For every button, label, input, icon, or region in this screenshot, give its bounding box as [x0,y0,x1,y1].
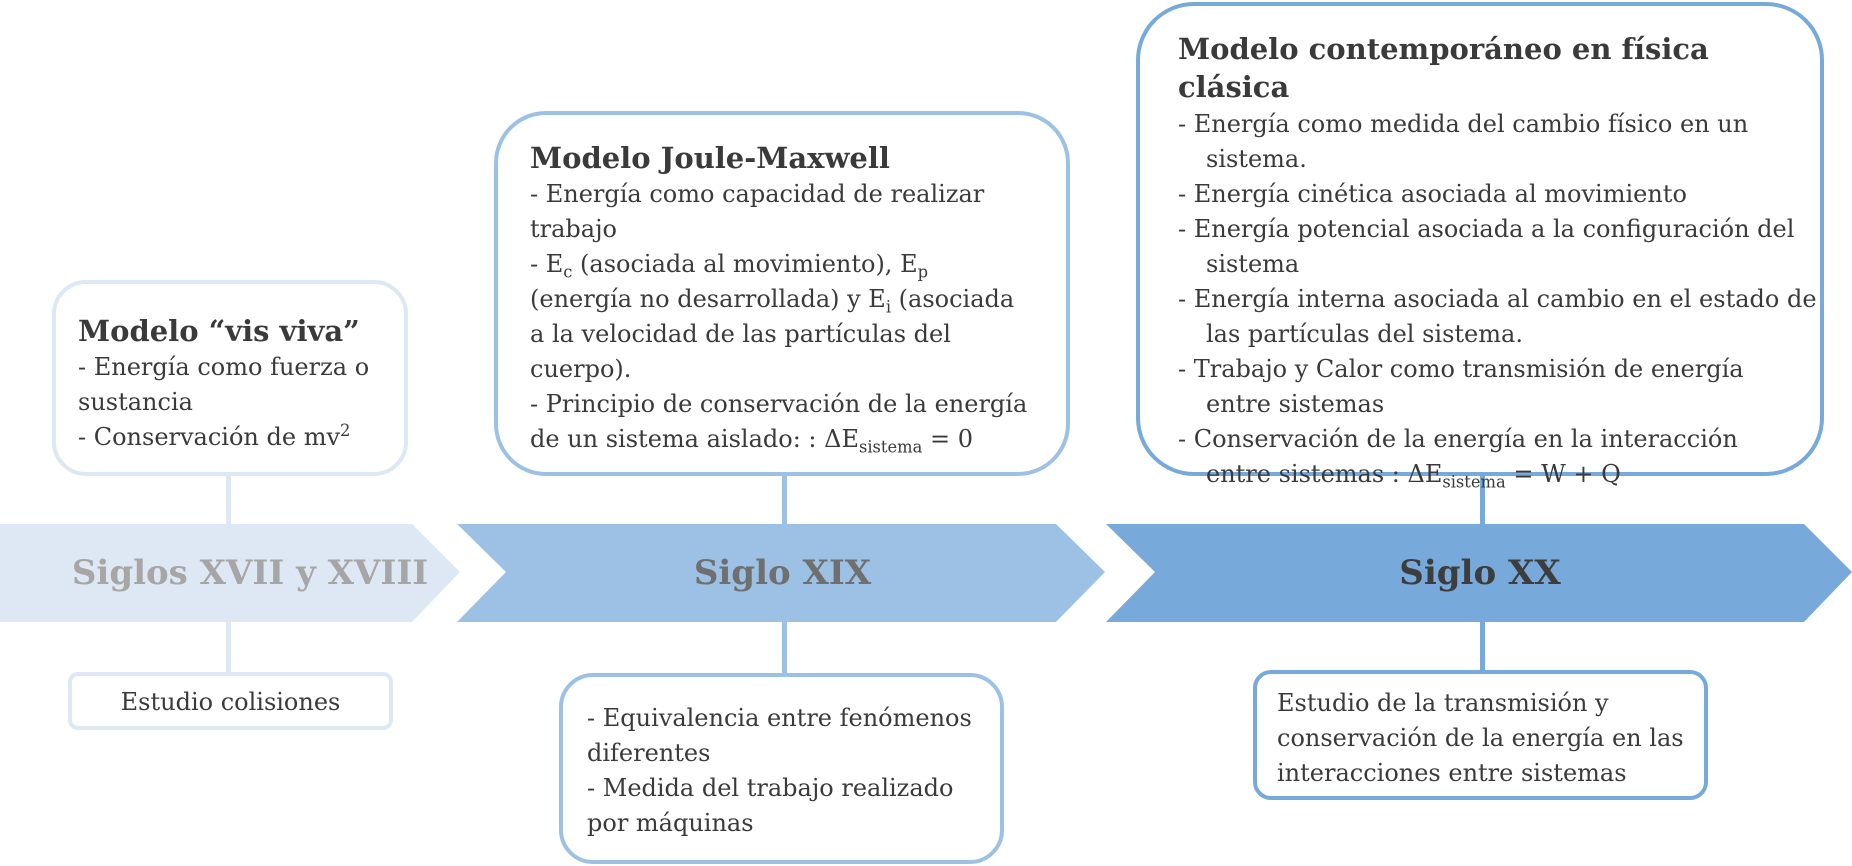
connector-era1-bottom [226,620,231,672]
era2-model-line: (energía no desarrollada) y E [530,285,886,313]
era1-model-line: - Energía como fuerza o [78,353,370,381]
era2-model-text: - Energía como capacidad de realizar tra… [530,177,1046,457]
era2-model-line: (asociada [891,285,1015,313]
era1-model-box: Modelo “vis viva” - Energía como fuerza … [52,280,408,476]
era2-application-box: - Equivalencia entre fenómenos diferente… [559,673,1004,864]
era3-model-line: - Energía como medida del cambio físico … [1178,110,1749,173]
era1-model-line: sustancia [78,388,193,416]
era2-application-text: - Equivalencia entre fenómenos diferente… [587,701,984,841]
era3-model-box: Modelo contemporáneo en física clásica -… [1136,2,1824,490]
era3-model-line-text: = W + Q [1505,460,1621,488]
subscript: i [885,297,892,317]
era3-model-line: - Energía cinética asociada al movimient… [1178,180,1687,208]
era1-application-text: Estudio colisiones [120,688,341,716]
era2-model-line: - Principio de conservación de la energí… [530,390,1028,418]
era2-application-line: diferentes [587,739,711,767]
connector-era2-top [782,476,787,524]
subscript: p [917,262,929,282]
era2-model-line: trabajo [530,215,617,243]
era2-model-line: de un sistema aislado: : ΔE [530,425,859,453]
era2-model-box: Modelo Joule-Maxwell - Energía como capa… [494,111,1070,476]
era2-model-line: - E [530,250,564,278]
era1-model-text: - Energía como fuerza o sustancia - Cons… [78,350,384,455]
era3-model-line: - Energía potencial asociada a la config… [1178,215,1795,278]
era1-model-title: Modelo “vis viva” [78,314,360,348]
era3-application-line: interacciones entre sistemas [1277,759,1627,787]
era2-application-line: por máquinas [587,809,754,837]
era3-application-text: Estudio de la transmisión y conservación… [1277,686,1692,791]
era2-application-line: - Equivalencia entre fenómenos [587,704,972,732]
connector-era3-top [1480,476,1485,524]
era3-application-box: Estudio de la transmisión y conservación… [1253,670,1708,800]
era3-model-title: Modelo contemporáneo en física clásica [1178,32,1709,104]
era1-model-line: - Conservación de mv [78,423,341,451]
subscript: c [563,262,573,282]
era2-model-line: = 0 [922,425,973,453]
era2-application-line: - Medida del trabajo realizado [587,774,954,802]
era2-model-line: (asociada al movimiento), E [572,250,918,278]
era3-label: Siglo XX [1399,553,1561,593]
era2-label: Siglo XIX [693,553,872,593]
era3-model-line-text: - Conservación de la energía en la inter… [1178,425,1738,488]
era2-model-line: a la velocidad de las partículas del [530,320,951,348]
era1-label: Siglos XVII y XVIII [71,553,429,593]
subscript: sistema [1442,472,1506,492]
subscript: sistema [858,437,923,457]
era3-model-text: - Energía como medida del cambio físico … [1178,107,1817,492]
era2-model-line: cuerpo). [530,355,632,383]
connector-era1-top [226,476,231,524]
era1-application-box: Estudio colisiones [68,672,393,730]
era3-application-line: Estudio de la transmisión y [1277,689,1609,717]
era3-model-line: - Trabajo y Calor como transmisión de en… [1178,355,1744,418]
connector-era2-bottom [782,620,787,674]
era3-model-line: - Energía interna asociada al cambio en … [1178,285,1817,348]
exponent: 2 [340,421,351,441]
connector-era3-bottom [1480,620,1485,670]
era2-model-line: - Energía como capacidad de realizar [530,180,985,208]
era2-model-title: Modelo Joule-Maxwell [530,141,890,175]
era3-model-line: - Conservación de la energía en la inter… [1178,422,1806,492]
era3-application-line: conservación de la energía en las [1277,724,1684,752]
